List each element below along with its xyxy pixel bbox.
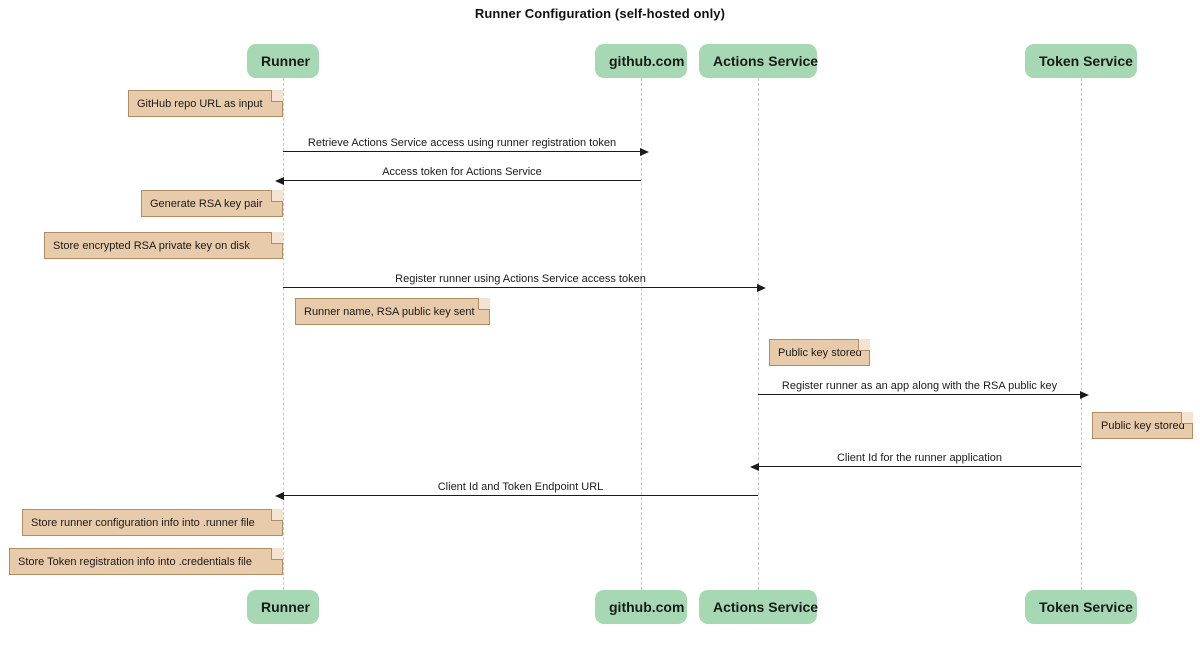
note-repo-url: GitHub repo URL as input xyxy=(128,90,283,117)
note-fold-icon xyxy=(1181,412,1193,424)
note-text: Generate RSA key pair xyxy=(150,198,263,210)
note-fold-icon xyxy=(271,90,283,102)
participant-label: Token Service xyxy=(1039,599,1133,615)
msg-register-app: Register runner as an app along with the… xyxy=(758,380,1089,399)
lifeline-token xyxy=(1081,78,1082,590)
msg-label: Register runner using Actions Service ac… xyxy=(395,273,646,285)
participant-label: Runner xyxy=(261,53,310,69)
msg-access-token: Access token for Actions Service xyxy=(275,166,641,185)
arrowhead-right-icon xyxy=(1080,391,1089,399)
arrowhead-right-icon xyxy=(757,284,766,292)
note-text: Public key stored xyxy=(778,347,862,359)
msg-register-runner: Register runner using Actions Service ac… xyxy=(283,273,766,292)
msg-client-id: Client Id for the runner application xyxy=(750,452,1081,471)
arrowhead-left-icon xyxy=(275,177,284,185)
lifeline-runner xyxy=(283,78,284,590)
page-title: Runner Configuration (self-hosted only) xyxy=(474,6,726,21)
note-text: Runner name, RSA public key sent xyxy=(304,306,475,318)
note-fold-icon xyxy=(271,190,283,202)
arrowhead-left-icon xyxy=(750,463,759,471)
msg-label: Retrieve Actions Service access using ru… xyxy=(307,137,617,149)
participant-label: github.com xyxy=(609,53,685,69)
lifeline-actions xyxy=(758,78,759,590)
msg-label: Client Id and Token Endpoint URL xyxy=(437,481,604,493)
participant-runner-top[interactable]: Runner xyxy=(247,44,319,78)
participant-runner-bottom[interactable]: Runner xyxy=(247,590,319,624)
participant-label: Actions Service xyxy=(713,53,819,69)
note-text: GitHub repo URL as input xyxy=(137,98,263,110)
note-fold-icon xyxy=(478,298,490,310)
msg-retrieve-access: Retrieve Actions Service access using ru… xyxy=(283,137,649,156)
lifeline-github xyxy=(641,78,642,590)
participant-label: github.com xyxy=(609,599,685,615)
note-text: Store Token registration info into .cred… xyxy=(18,556,252,568)
msg-label: Access token for Actions Service xyxy=(382,166,542,178)
participant-label: Actions Service xyxy=(713,599,819,615)
note-public-key-stored-token: Public key stored xyxy=(1092,412,1193,439)
note-fold-icon xyxy=(271,509,283,521)
note-runner-name-key: Runner name, RSA public key sent xyxy=(295,298,490,325)
note-generate-rsa: Generate RSA key pair xyxy=(141,190,283,217)
participant-actions-top[interactable]: Actions Service xyxy=(699,44,819,78)
arrowhead-right-icon xyxy=(640,148,649,156)
msg-client-id-endpoint: Client Id and Token Endpoint URL xyxy=(275,481,758,500)
note-text: Store encrypted RSA private key on disk xyxy=(53,240,250,252)
msg-label: Register runner as an app along with the… xyxy=(781,380,1058,392)
note-fold-icon xyxy=(271,548,283,560)
note-store-private-key: Store encrypted RSA private key on disk xyxy=(44,232,283,259)
note-fold-icon xyxy=(271,232,283,244)
note-text: Public key stored xyxy=(1101,420,1185,432)
arrowhead-left-icon xyxy=(275,492,284,500)
note-store-runner-config: Store runner configuration info into .ru… xyxy=(22,509,283,536)
msg-label: Client Id for the runner application xyxy=(836,452,1003,464)
participant-label: Runner xyxy=(261,599,310,615)
participant-label: Token Service xyxy=(1039,53,1133,69)
participant-github-bottom[interactable]: github.com xyxy=(595,590,687,624)
note-fold-icon xyxy=(858,339,870,351)
participant-token-top[interactable]: Token Service xyxy=(1025,44,1137,78)
note-text: Store runner configuration info into .ru… xyxy=(31,517,255,529)
participant-github-top[interactable]: github.com xyxy=(595,44,687,78)
note-public-key-stored-actions: Public key stored xyxy=(769,339,870,366)
note-store-token-registration: Store Token registration info into .cred… xyxy=(9,548,283,575)
participant-actions-bottom[interactable]: Actions Service xyxy=(699,590,819,624)
participant-token-bottom[interactable]: Token Service xyxy=(1025,590,1137,624)
